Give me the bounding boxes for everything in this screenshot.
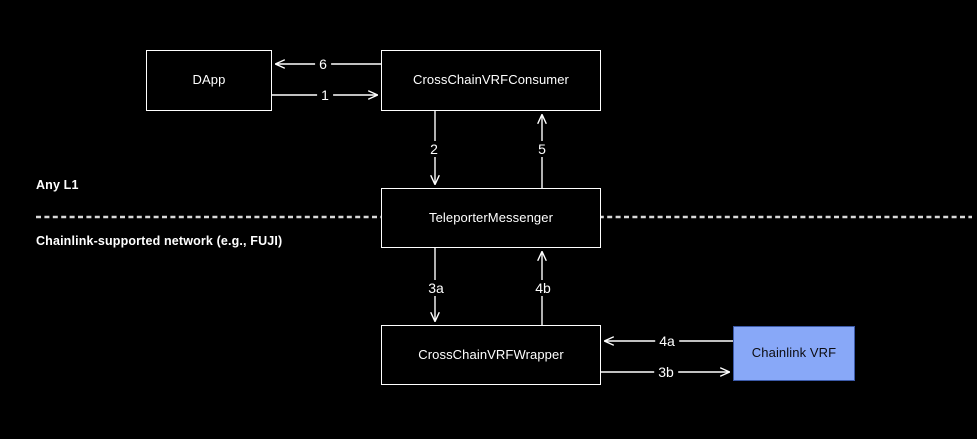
edge-label-4a: 4a (655, 333, 679, 349)
zone-label-any-l1: Any L1 (36, 178, 79, 192)
edge-label-6: 6 (315, 56, 331, 72)
node-dapp[interactable]: DApp (146, 50, 272, 111)
node-crosschainvrfconsumer-label: CrossChainVRFConsumer (413, 72, 569, 88)
node-chainlink-vrf-label: Chainlink VRF (751, 345, 837, 361)
edge-label-3b: 3b (654, 364, 678, 380)
node-chainlink-vrf[interactable]: Chainlink VRF (733, 326, 855, 381)
node-dapp-label: DApp (192, 72, 226, 88)
zone-label-chainlink-network: Chainlink-supported network (e.g., FUJI) (36, 234, 283, 248)
node-crosschainvrfwrapper[interactable]: CrossChainVRFWrapper (381, 325, 601, 385)
edge-label-1: 1 (317, 87, 333, 103)
edge-label-4b: 4b (531, 280, 555, 296)
edge-label-5: 5 (534, 141, 550, 157)
edge-label-2: 2 (426, 141, 442, 157)
node-crosschainvrfwrapper-label: CrossChainVRFWrapper (418, 346, 564, 362)
node-teleportermessenger[interactable]: TeleporterMessenger (381, 188, 601, 248)
node-teleportermessenger-label: TeleporterMessenger (428, 209, 554, 225)
edge-label-3a: 3a (424, 280, 448, 296)
node-crosschainvrfconsumer[interactable]: CrossChainVRFConsumer (381, 50, 601, 111)
